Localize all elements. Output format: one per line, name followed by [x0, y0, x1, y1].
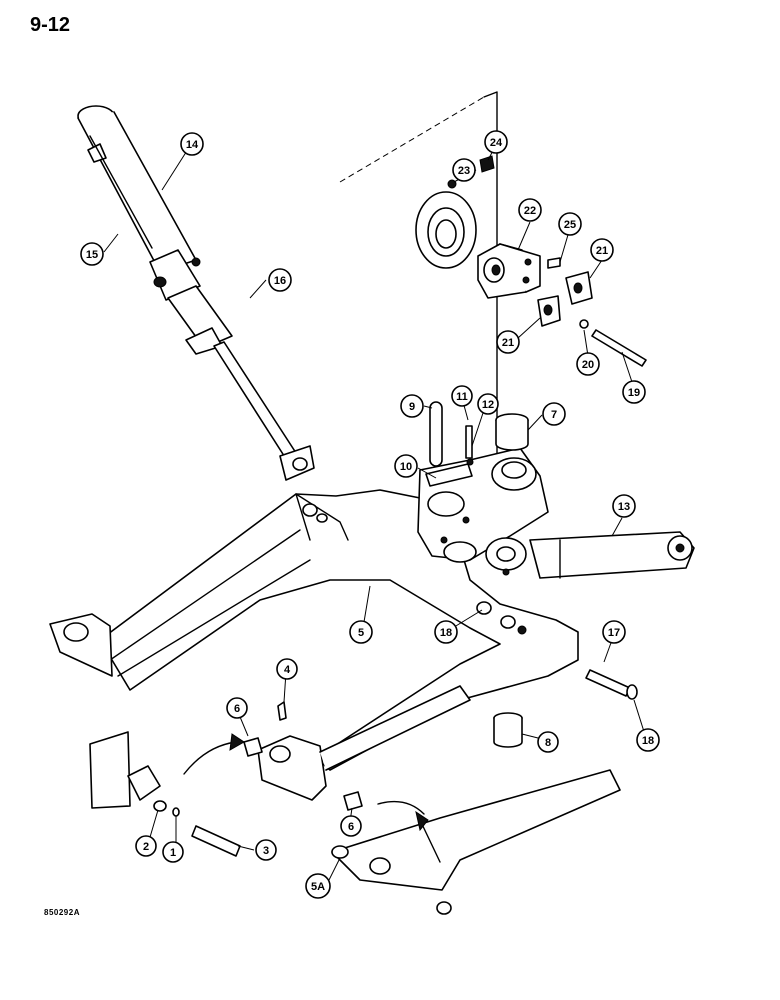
- callout-label-4: 4: [284, 664, 291, 676]
- callout-label-19: 19: [628, 387, 640, 399]
- callout-label-7: 7: [551, 409, 557, 421]
- callout-label-17: 17: [608, 627, 620, 639]
- callout-23: 23: [452, 158, 476, 182]
- callout-9: 9: [400, 394, 424, 418]
- callout-1: 1: [162, 841, 184, 863]
- callout-label-3: 3: [263, 845, 269, 857]
- callout-18-upper: 18: [434, 620, 458, 644]
- callout-14: 14: [180, 132, 204, 156]
- callout-20: 20: [576, 352, 600, 376]
- callout-21-upper: 21: [590, 238, 614, 262]
- callout-21-lower: 21: [496, 330, 520, 354]
- callout-label-10: 10: [400, 461, 412, 473]
- callout-label-23: 23: [458, 165, 470, 177]
- callout-label-5a: 5A: [311, 881, 325, 893]
- callout-label-13: 13: [618, 501, 630, 513]
- callout-5a: 5A: [305, 873, 331, 899]
- callout-label-14: 14: [186, 139, 199, 151]
- callout-17: 17: [602, 620, 626, 644]
- callout-label-15: 15: [86, 249, 98, 261]
- callout-label-6-upper: 6: [234, 703, 240, 715]
- callout-10: 10: [394, 454, 418, 478]
- callout-4: 4: [276, 658, 298, 680]
- callout-label-9: 9: [409, 401, 415, 413]
- callout-label-24: 24: [490, 137, 503, 149]
- pin-17: [585, 669, 638, 700]
- callout-8: 8: [537, 731, 559, 753]
- pivot-casting: [417, 447, 549, 563]
- callout-24: 24: [484, 130, 508, 154]
- callout-12: 12: [477, 393, 499, 415]
- callout-label-2: 2: [143, 841, 149, 853]
- callout-19: 19: [622, 380, 646, 404]
- pivot-bracket-assembly: [415, 155, 647, 367]
- callout-3: 3: [255, 839, 277, 861]
- steering-cylinder: [77, 105, 315, 481]
- callout-label-25: 25: [564, 219, 576, 231]
- callout-label-6-lower: 6: [348, 821, 354, 833]
- callout-label-11: 11: [456, 391, 468, 403]
- bushing-7: [495, 413, 529, 451]
- callout-label-16: 16: [274, 275, 286, 287]
- callout-22: 22: [518, 198, 542, 222]
- callout-16: 16: [268, 268, 292, 292]
- figure-code: 850292A: [44, 908, 80, 917]
- callout-label-1: 1: [170, 847, 176, 859]
- callout-label-8: 8: [545, 737, 551, 749]
- callout-label-21-lower: 21: [502, 337, 514, 349]
- callout-label-20: 20: [582, 359, 594, 371]
- hydraulic-cylinder: [485, 531, 695, 579]
- callout-label-22: 22: [524, 205, 536, 217]
- chassis-plate-outline: [339, 91, 498, 497]
- callout-2: 2: [135, 835, 157, 857]
- callout-18-lower: 18: [636, 728, 660, 752]
- bolt-11: [465, 425, 474, 466]
- callout-6-lower: 6: [340, 815, 362, 837]
- callout-label-5: 5: [358, 627, 364, 639]
- left-mount-plate: [89, 731, 241, 857]
- callout-label-18-upper: 18: [440, 627, 452, 639]
- pin-9: [429, 401, 443, 467]
- callout-6-upper: 6: [226, 697, 248, 719]
- callout-25: 25: [558, 212, 582, 236]
- callout-13: 13: [612, 494, 636, 518]
- callout-label-18-lower: 18: [642, 735, 654, 747]
- callout-15: 15: [80, 242, 104, 266]
- bushing-8: [493, 712, 523, 748]
- page-number: 9-12: [30, 14, 71, 36]
- callout-label-12: 12: [482, 399, 494, 411]
- bracket-5a: [331, 769, 621, 915]
- callout-7: 7: [542, 402, 566, 426]
- assembly-arrows: [183, 733, 429, 832]
- callout-label-21-upper: 21: [596, 245, 608, 257]
- callout-11: 11: [451, 385, 473, 407]
- axle-end-detail: [243, 685, 471, 811]
- callout-5: 5: [349, 620, 373, 644]
